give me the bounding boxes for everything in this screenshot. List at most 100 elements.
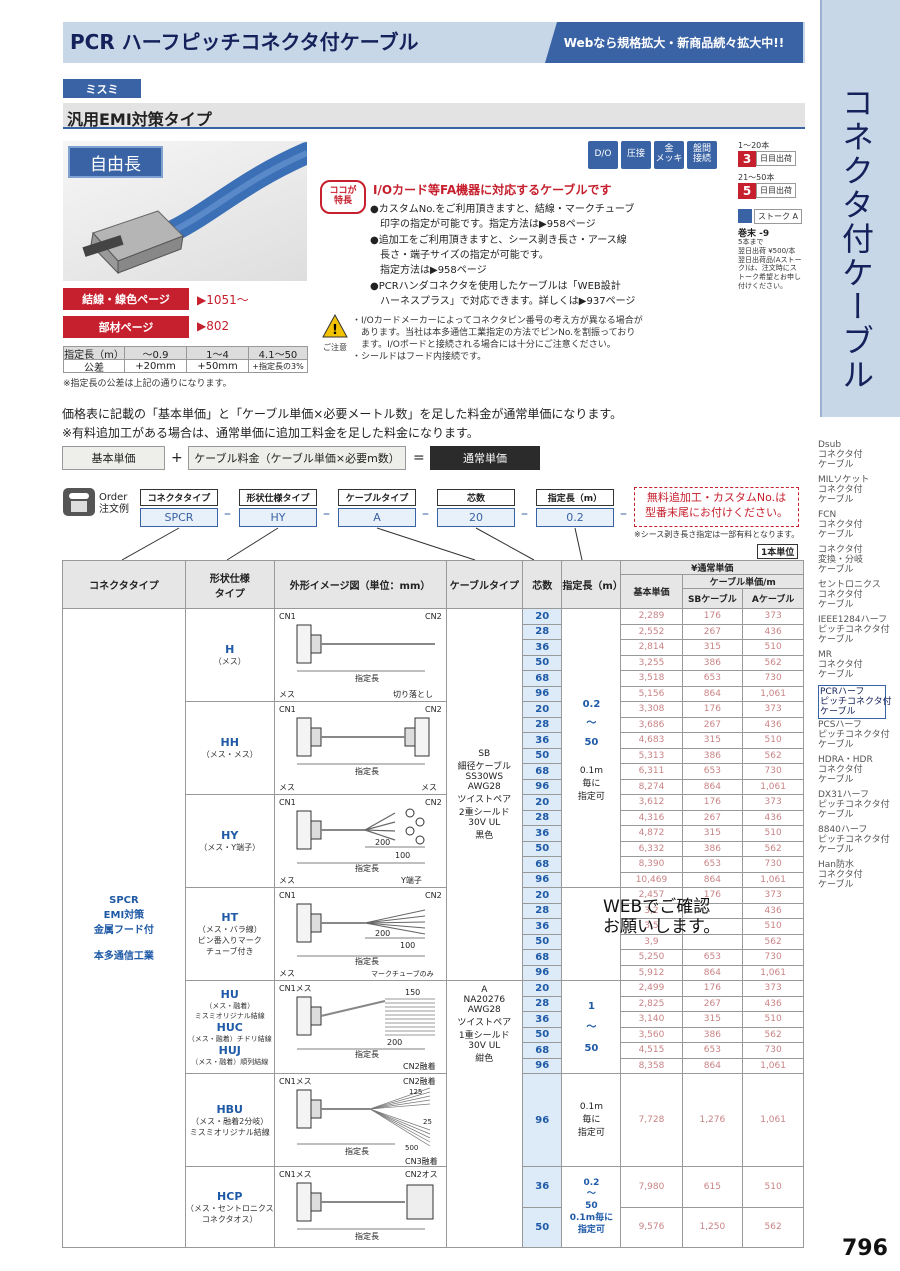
diagram-label: 100 — [395, 851, 410, 860]
side-nav-item[interactable]: IEEE1284ハーフ ピッチコネクタ付 ケーブル — [818, 615, 890, 646]
diagram-label: 指定長 — [355, 1049, 379, 1059]
shape-type-t2: HUC — [216, 1020, 243, 1034]
side-nav-item[interactable]: Dsub コネクタ付 ケーブル — [818, 440, 863, 471]
diagram-label: CN1メス — [279, 1077, 312, 1086]
diagram-line — [320, 1000, 385, 1017]
connector-hood — [310, 913, 322, 933]
formula-plus: + — [171, 450, 183, 466]
a-price-cell: 730 — [742, 856, 804, 873]
core-count-cell: 36 — [522, 1166, 563, 1208]
side-nav-item[interactable]: セントロニクス コネクタ付 ケーブル — [818, 580, 881, 611]
core-count-cell: 96 — [522, 964, 563, 981]
diagram-line — [369, 1103, 430, 1110]
shape-desc-d1: （メス・融着） ミスミオリジナル結線 — [194, 1001, 265, 1020]
diagram-label: 200 — [375, 929, 390, 938]
base-price-cell: 10,469 — [620, 871, 683, 888]
connector-hood — [310, 1099, 322, 1119]
order-head-shape: 形状仕様タイプ — [239, 489, 317, 506]
wiring-page-label: 結線・線色ページ — [63, 288, 189, 310]
sb-price-cell: 176 — [681, 794, 744, 811]
base-price-cell: 2,825 — [620, 995, 683, 1012]
a-price-cell: 730 — [742, 1042, 804, 1059]
side-nav-item[interactable]: Han防水 コネクタ付 ケーブル — [818, 860, 863, 891]
a-price-cell: 436 — [742, 716, 804, 733]
side-nav-item[interactable]: MILソケット コネクタ付 ケーブル — [818, 475, 870, 506]
base-price-cell: 3,686 — [620, 716, 683, 733]
core-count-cell: 68 — [522, 670, 563, 687]
sb-price-cell: 267 — [681, 716, 744, 733]
stock-label: ストーク A — [754, 209, 803, 224]
ship-range-2: 21〜50本 — [738, 173, 775, 182]
unit-label: 1本単位 — [757, 544, 799, 559]
connector-shape — [296, 996, 312, 1036]
core-count-cell: 36 — [522, 732, 563, 749]
diagram-label: CN2融着 — [403, 1076, 436, 1086]
side-nav-item[interactable]: DX31ハーフ ピッチコネクタ付 ケーブル — [818, 790, 890, 821]
diagram-line — [369, 1108, 430, 1135]
side-nav-item[interactable]: FCN コネクタ付 ケーブル — [818, 510, 863, 541]
diagram-line — [364, 921, 425, 924]
side-nav-item[interactable]: 8840ハーフ ピッチコネクタ付 ケーブル — [818, 825, 890, 856]
formula-equals: = — [413, 450, 425, 466]
order-head-connector: コネクタタイプ — [140, 489, 218, 506]
base-price-cell: 9,576 — [620, 1206, 683, 1248]
feature-line-2: ●追加工をご利用頂きますと、シース剥き長さ・アース線 — [370, 235, 627, 246]
diagram-line — [369, 1108, 430, 1139]
feature-line-4: 指定方法は▶958ページ — [370, 265, 487, 276]
sb-price-cell: 864 — [681, 964, 744, 981]
length-range-2: 1 〜 50 — [561, 980, 622, 1074]
tol-head-3: 4.1〜50 — [248, 346, 308, 361]
order-connector-lines — [121, 527, 583, 561]
caution-label: ご注意 — [323, 343, 347, 352]
base-price-cell: 7,980 — [620, 1166, 683, 1208]
diagram-line — [369, 1095, 430, 1110]
tol-row-2: +50mm — [186, 359, 249, 373]
sb-price-cell: 864 — [681, 685, 744, 702]
sb-price-cell: 1,276 — [681, 1073, 744, 1167]
sb-price-cell: 267 — [681, 995, 744, 1012]
diagram-label: CN1 — [279, 612, 296, 621]
pricing-note-2: ※有料追加工がある場合は、通常単価に追加工料金を足した料金になります。 — [62, 426, 479, 440]
diagram-line — [369, 1091, 430, 1110]
core-count-cell: 50 — [522, 840, 563, 857]
shape-type-cell: HT（メス・バラ線） ピン番入りマーク チューブ付き — [184, 887, 275, 981]
diagram-line — [364, 909, 425, 924]
svg-text:!: ! — [332, 323, 338, 338]
side-nav-item[interactable]: HDRA・HDR コネクタ付 ケーブル — [818, 755, 873, 786]
base-price-cell: 3,612 — [620, 794, 683, 811]
side-nav-item[interactable]: PCSハーフ ピッチコネクタ付 ケーブル — [818, 720, 890, 751]
phone-icon — [62, 487, 96, 517]
side-nav-item[interactable]: PCRハーフ ピッチコネクタ付 ケーブル — [818, 685, 892, 720]
shape-type-t3: HUJ — [218, 1043, 241, 1057]
ship-text-2: 日目出荷 — [756, 183, 796, 198]
side-nav-item[interactable]: コネクタ付 変換・分岐 ケーブル — [818, 545, 864, 576]
core-count-cell: 50 — [522, 933, 563, 950]
side-nav-item[interactable]: MR コネクタ付 ケーブル — [818, 650, 863, 681]
wiring-page-link[interactable]: ▶1051〜 — [197, 293, 249, 307]
order-val-cores: 20 — [437, 508, 515, 527]
length-range-1-value: 0.2 〜 50 — [582, 698, 601, 748]
web-promo-banner[interactable]: Webなら規格拡大・新商品続々拡大中!! — [545, 22, 803, 63]
shape-type-cell: HH（メス・メス） — [184, 701, 275, 795]
core-count-cell: 36 — [522, 639, 563, 656]
core-count-cell: 28 — [522, 995, 563, 1012]
feature-line-0: ●カスタムNo.をご利用頂きますと、結線・マークチューブ — [370, 204, 635, 215]
caution-line-3: ・シールドはフード内接続です。 — [352, 352, 487, 362]
parts-page-link[interactable]: ▶802 — [197, 319, 230, 333]
connector-hood — [310, 727, 322, 747]
diagram-label: 150 — [405, 988, 420, 997]
a-price-cell: 562 — [742, 933, 804, 950]
base-price-cell: 2,814 — [620, 639, 683, 656]
base-price-cell: 5,156 — [620, 685, 683, 702]
sb-price-cell: 386 — [681, 1026, 744, 1043]
side-index-tab[interactable] — [820, 0, 900, 417]
